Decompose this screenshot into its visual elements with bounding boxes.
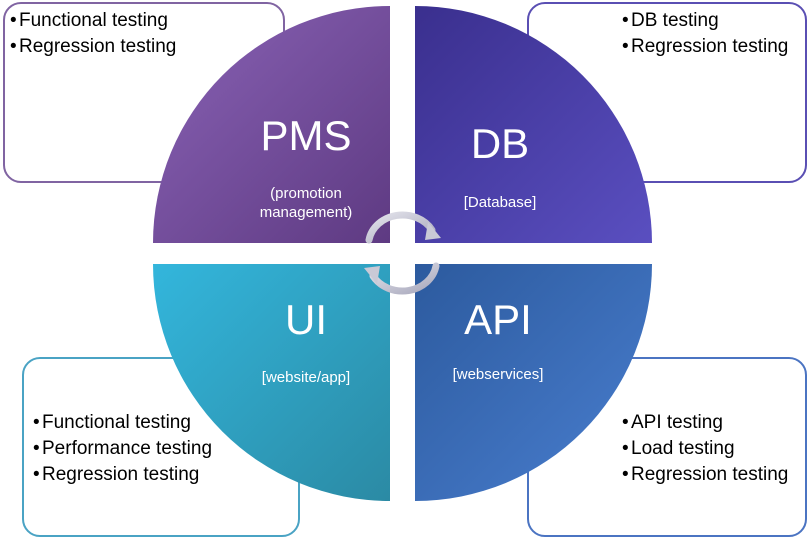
list-item: Performance testing [33, 438, 213, 460]
ui-quadrant [153, 264, 390, 501]
db-test-list: DB testing Regression testing [622, 10, 788, 62]
db-quadrant [415, 6, 652, 243]
pms-quadrant [153, 6, 390, 243]
list-item: Functional testing [33, 412, 213, 434]
list-item: Regression testing [622, 36, 788, 58]
pms-test-list: Functional testing Regression testing [10, 10, 176, 62]
ui-subtitle: [website/app] [261, 369, 351, 386]
pms-subtitle-line1: (promotion [270, 185, 342, 202]
db-title: DB [470, 120, 530, 167]
list-item: Load testing [622, 438, 788, 460]
pms-title: PMS [260, 112, 352, 159]
pms-subtitle-line2: management) [259, 204, 353, 221]
api-test-list: API testing Load testing Regression test… [622, 412, 788, 490]
list-item: API testing [622, 412, 788, 434]
list-item: Regression testing [622, 464, 788, 486]
api-title: API [464, 296, 532, 343]
list-item: DB testing [622, 10, 788, 32]
cycle-arrows-icon [364, 211, 441, 295]
list-item: Functional testing [10, 10, 176, 32]
list-item: Regression testing [10, 36, 176, 58]
api-subtitle: [webservices] [452, 366, 544, 383]
ui-title: UI [285, 296, 327, 343]
db-subtitle: [Database] [463, 194, 537, 211]
api-quadrant [415, 264, 652, 501]
pms-subtitle: (promotion management) [236, 184, 376, 222]
list-item: Regression testing [33, 464, 213, 486]
ui-test-list: Functional testing Performance testing R… [33, 412, 213, 490]
